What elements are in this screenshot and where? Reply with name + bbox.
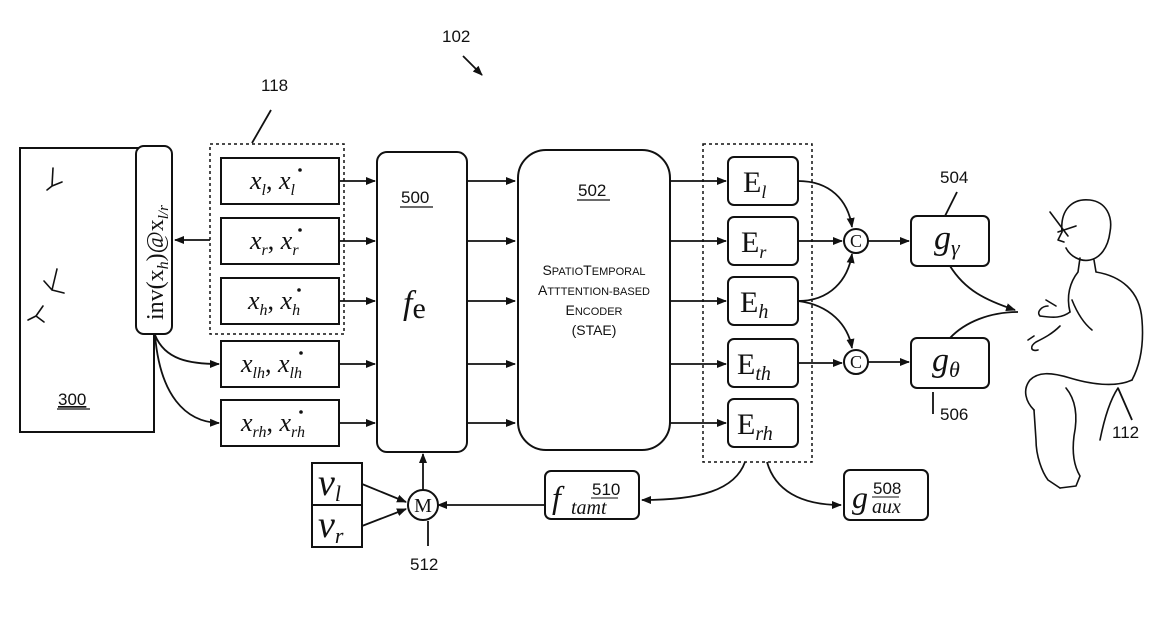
encoder-fe-box	[376, 151, 468, 453]
inverse-transform-label: inv(xh)@xl/r	[143, 205, 172, 320]
concat-node-theta: C	[843, 349, 869, 375]
merge-node: M	[407, 489, 439, 521]
f-tamt-subscript: tamt	[571, 497, 607, 519]
svg-text:C: C	[850, 352, 862, 372]
ref-500: 500	[401, 188, 429, 207]
svg-text:Eth: Eth	[737, 348, 771, 385]
svg-text:Er: Er	[741, 226, 767, 262]
head-g-gamma: gγ	[910, 215, 990, 267]
arrow-vr-to-merge	[361, 508, 407, 527]
svg-text:xh, xh: xh, xh	[247, 286, 300, 319]
svg-text:xrh, xrh: xrh, xrh	[240, 408, 305, 441]
input-box-r: xr, xr	[220, 217, 340, 265]
arrow-eh-concat-theta	[797, 300, 855, 349]
stae-line-4: (STAE)	[572, 322, 617, 338]
input-box-rh: xrh, xrh	[220, 399, 340, 447]
inverse-transform-box	[135, 145, 173, 335]
embedding-group	[702, 143, 813, 463]
ref-102: 102	[442, 27, 470, 46]
svg-text:gθ: gθ	[932, 342, 960, 382]
ref-102-arrow	[462, 55, 483, 76]
encoder-fe-label: fe	[403, 285, 426, 325]
embedding-eth: Eth	[727, 338, 799, 388]
ref-112: 112	[1112, 423, 1139, 442]
ref-510: 510	[592, 480, 620, 499]
ref-300: 300	[58, 390, 86, 409]
input-box-lh: xlh, xlh	[220, 340, 340, 388]
stae-box	[517, 149, 671, 451]
head-g-aux: g	[843, 469, 929, 521]
arrow-gamma-to-person	[949, 265, 1016, 311]
ref-512: 512	[410, 555, 438, 574]
arrow-inverse-to-lh	[154, 334, 220, 368]
embedding-eh: Eh	[727, 276, 799, 326]
ref-118: 118	[261, 76, 288, 95]
velocity-box-l: vl	[311, 462, 363, 506]
svg-text:xl, xl: xl, xl	[249, 166, 296, 199]
input-box-h: xh, xh	[220, 277, 340, 325]
svg-text:M: M	[414, 495, 432, 517]
svg-text:Erh: Erh	[737, 408, 773, 445]
embedding-er: Er	[727, 216, 799, 266]
arrow-el-concat	[797, 180, 855, 228]
ref-112-leader	[1117, 387, 1133, 421]
svg-text:El: El	[743, 166, 766, 202]
arrow-inverse-to-rh	[154, 334, 220, 427]
skeleton-sketch	[27, 167, 65, 323]
velocity-box-r: vr	[311, 504, 363, 548]
svg-text:gγ: gγ	[934, 220, 961, 260]
svg-text:vl: vl	[318, 462, 341, 506]
arrow-vl-to-merge	[361, 483, 407, 503]
input-group-118	[209, 143, 345, 335]
input-box-l: xl, xl	[220, 157, 340, 205]
svg-text:C: C	[850, 231, 862, 251]
embedding-el: El	[727, 156, 799, 206]
arrow-eh-concat-gamma	[797, 253, 855, 302]
svg-text:xlh, xlh: xlh, xlh	[240, 349, 302, 382]
stae-line-2: ATTTENTION-BASED	[538, 282, 650, 298]
f-tamt-box: f	[544, 470, 640, 520]
ref-118-leader	[251, 109, 272, 144]
arrow-theta-to-person	[949, 311, 1019, 339]
svg-text:vr: vr	[318, 504, 344, 548]
ref-504: 504	[940, 168, 968, 187]
stae-line-1: SPATIOTEMPORAL	[542, 262, 645, 278]
head-g-theta: gθ	[910, 337, 990, 389]
ref-502: 502	[578, 181, 606, 200]
svg-text:g: g	[852, 479, 868, 515]
stae-line-3: ENCODER	[565, 302, 622, 318]
ref-506: 506	[940, 405, 968, 424]
arrow-to-g-aux	[766, 461, 842, 509]
ref-504-leader	[944, 191, 958, 217]
svg-text:xr, xr: xr, xr	[249, 226, 299, 259]
person-illustration	[1024, 199, 1144, 489]
arrow-to-f-tamt	[641, 461, 746, 504]
g-aux-subscript: aux	[872, 496, 901, 518]
ref-508: 508	[873, 479, 901, 498]
embedding-erh: Erh	[727, 398, 799, 448]
skeleton-view-box	[19, 147, 155, 433]
svg-text:Eh: Eh	[740, 286, 768, 323]
concat-node-gamma: C	[843, 228, 869, 254]
